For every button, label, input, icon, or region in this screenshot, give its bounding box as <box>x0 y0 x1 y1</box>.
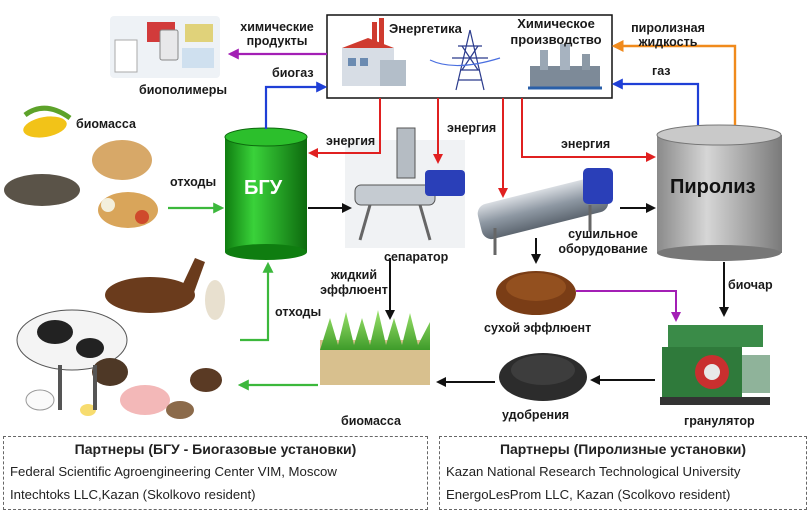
biochar-label: биочар <box>728 278 773 292</box>
waste-top-label: отходы <box>170 175 217 189</box>
chem-products-label-1: химические <box>240 20 314 34</box>
liquid-effluent-label-1: жидкий <box>330 268 378 282</box>
biogas-label: биогаз <box>272 66 314 80</box>
drying-label-2: оборудование <box>558 242 648 256</box>
partners-bgu-box: Партнеры (БГУ - Биогазовые установки) Fe… <box>3 436 428 510</box>
partners-pyrolysis-title: Партнеры (Пиролизные установки) <box>499 441 747 457</box>
bgu-tank <box>224 127 308 260</box>
arrow-pyrolysis-liquid <box>611 40 737 125</box>
energy-right-label: энергия <box>561 137 611 151</box>
energy-mid-label: энергия <box>447 121 497 135</box>
power-tower-icon <box>429 29 501 91</box>
biomass-materials <box>4 105 158 228</box>
fertilizers-label: удобрения <box>502 408 570 422</box>
partners-bgu-title: Партнеры (БГУ - Биогазовые установки) <box>74 441 357 457</box>
biopolymers-label: биополимеры <box>139 83 228 97</box>
chem-products-label-2: продукты <box>246 34 308 48</box>
partners-pyrolysis-item: Kazan National Research Technological Un… <box>446 464 741 479</box>
pyro-liquid-label-2: жидкость <box>638 35 698 49</box>
gas-label: газ <box>652 64 671 78</box>
drying-equipment <box>477 168 613 255</box>
arrow-energy-left <box>308 98 381 158</box>
granulator-label: гранулятор <box>684 414 755 428</box>
partners-bgu-item: Intechtoks LLC,Kazan (Skolkovo resident) <box>10 487 256 502</box>
factory-icon <box>342 18 406 86</box>
partners-pyrolysis-box: Партнеры (Пиролизные установки) Kazan Na… <box>439 436 807 510</box>
grass-biomass <box>320 310 430 385</box>
energy-label: Энергетика <box>389 21 462 36</box>
chem-production-label-2: производство <box>510 32 602 47</box>
separator-machine <box>345 127 465 248</box>
biomass-top-label: биомасса <box>76 117 136 131</box>
granulator-machine <box>660 325 770 405</box>
partners-pyrolysis-item: EnergoLesProm LLC, Kazan (Scolkovo resid… <box>446 487 731 502</box>
arrow-biogas <box>264 81 328 129</box>
partners-bgu-item: Federal Scientific Agroengineering Cente… <box>10 464 337 479</box>
waste-bottom-label: отходы <box>275 305 322 319</box>
drying-label-1: сушильное <box>568 227 638 241</box>
biomass-bottom-label: биомасса <box>341 414 401 428</box>
pyrolysis-tank <box>656 124 782 261</box>
arrow-waste-bottom <box>240 261 274 342</box>
pyrolysis-label: Пиролиз <box>670 176 756 198</box>
farm-animals <box>16 258 225 419</box>
dry-effluent-label: сухой эффлюент <box>484 321 592 335</box>
separator-label: сепаратор <box>384 250 449 264</box>
pyro-liquid-label-1: пиролизная <box>631 21 705 35</box>
energy-left-label: энергия <box>326 134 376 148</box>
arrow-effluent-granulator <box>576 290 681 322</box>
chem-production-label-1: Химическое <box>517 16 595 31</box>
liquid-effluent-label-2: эффлюент <box>320 283 388 297</box>
bgu-label: БГУ <box>244 177 283 199</box>
fertilizer-pellets <box>499 353 587 401</box>
arrow-energy-right <box>521 98 656 162</box>
arrow-gas <box>611 78 700 125</box>
biopolymer-products <box>110 16 220 78</box>
chemical-plant-icon <box>528 44 602 90</box>
